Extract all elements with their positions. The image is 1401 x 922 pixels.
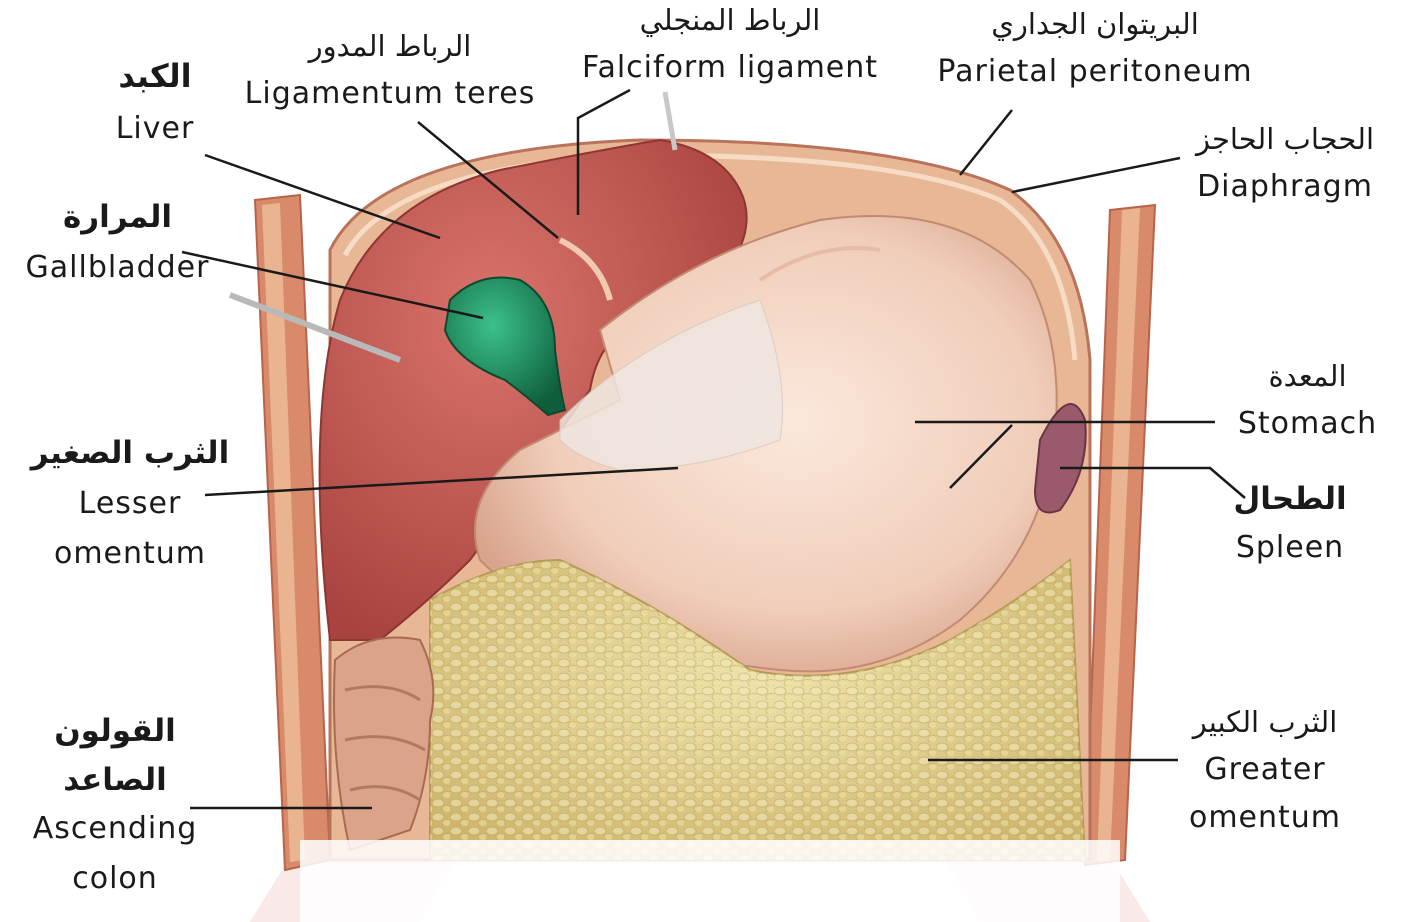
label-spleen-ar: الطحال [1220, 484, 1360, 515]
label-lesser-omentum-en1: Lesser [20, 489, 240, 519]
leader-diaphragm [1012, 158, 1180, 192]
label-ligamentum-teres-en: Ligamentum teres [240, 79, 540, 109]
label-gallbladder-ar: المرارة [0, 202, 235, 233]
label-spleen-en: Spleen [1220, 533, 1360, 563]
label-gallbladder-en: Gallbladder [0, 253, 235, 283]
label-diaphragm-ar: الحجاب الحاجز [1180, 125, 1390, 154]
label-stomach-ar: المعدة [1225, 362, 1390, 391]
label-falciform-ar: الرباط المنجلي [570, 6, 890, 35]
label-greater-omentum-en2: omentum [1180, 803, 1350, 833]
label-ligamentum-teres: الرباط المدور Ligamentum teres [240, 32, 540, 109]
label-greater-omentum-en1: Greater [1180, 755, 1350, 785]
label-liver: الكبد Liver [100, 60, 210, 144]
label-ascending-colon-ar2: الصاعد [10, 765, 220, 796]
label-parietal-peritoneum-en: Parietal peritoneum [925, 57, 1265, 87]
label-ascending-colon-en1: Ascending [10, 814, 220, 844]
label-stomach: المعدة Stomach [1225, 362, 1390, 439]
label-greater-omentum: الثرب الكبير Greater omentum [1180, 708, 1350, 833]
label-lesser-omentum-en2: omentum [20, 539, 240, 569]
label-ascending-colon: القولون الصاعد Ascending colon [10, 716, 220, 894]
label-stomach-en: Stomach [1225, 409, 1390, 439]
label-falciform: الرباط المنجلي Falciform ligament [570, 6, 890, 83]
label-parietal-peritoneum: البريتوان الجداري Parietal peritoneum [925, 10, 1265, 87]
label-liver-en: Liver [100, 114, 210, 144]
label-liver-ar: الكبد [100, 60, 210, 92]
label-ascending-colon-en2: colon [10, 864, 220, 894]
label-greater-omentum-ar: الثرب الكبير [1180, 708, 1350, 737]
label-gallbladder: المرارة Gallbladder [0, 202, 235, 283]
label-spleen: الطحال Spleen [1220, 484, 1360, 563]
label-falciform-en: Falciform ligament [570, 53, 890, 83]
leader-parietal-peritoneum [960, 110, 1012, 175]
label-lesser-omentum-ar: الثرب الصغير [20, 438, 240, 469]
label-diaphragm-en: Diaphragm [1180, 172, 1390, 202]
label-lesser-omentum: الثرب الصغير Lesser omentum [20, 438, 240, 569]
label-ligamentum-teres-ar: الرباط المدور [240, 32, 540, 61]
label-diaphragm: الحجاب الحاجز Diaphragm [1180, 125, 1390, 202]
label-ascending-colon-ar1: القولون [10, 716, 220, 747]
label-parietal-peritoneum-ar: البريتوان الجداري [925, 10, 1265, 39]
